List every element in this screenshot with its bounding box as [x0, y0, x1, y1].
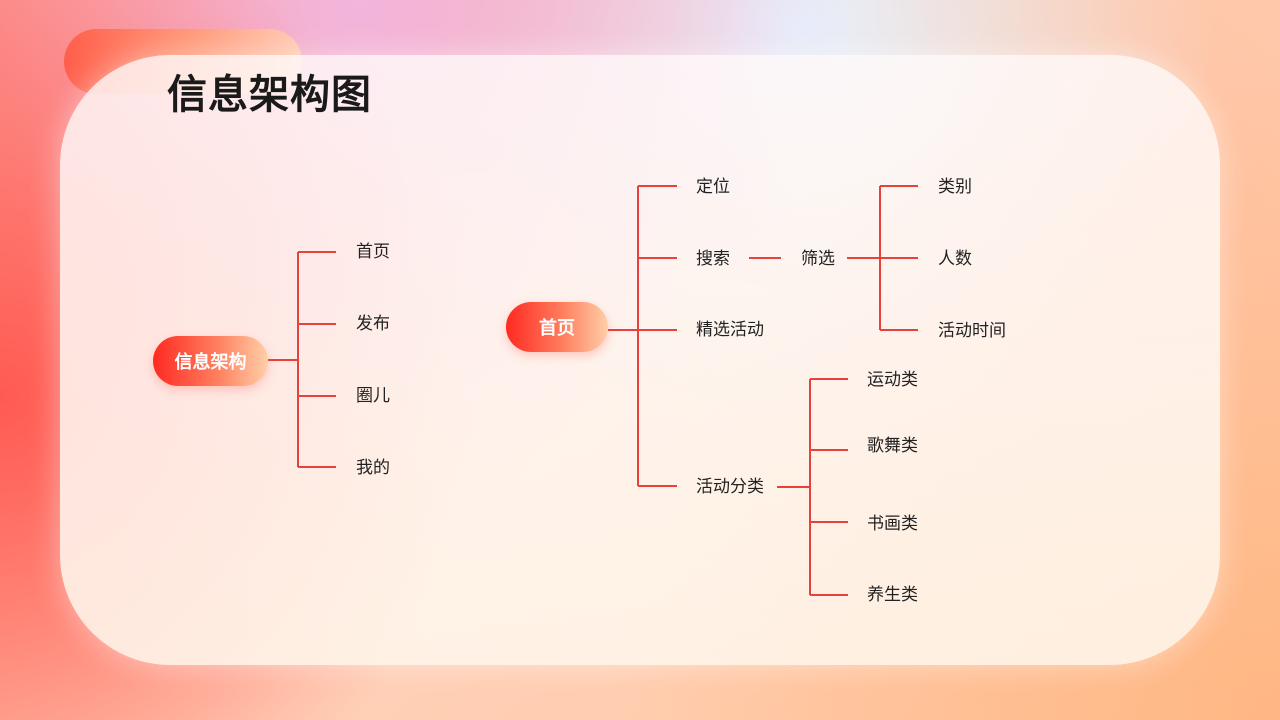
- filter-node-time: 活动时间: [938, 321, 1006, 341]
- right-node-search: 搜索: [696, 249, 730, 269]
- right-node-location: 定位: [696, 177, 730, 197]
- filter-node-people: 人数: [938, 249, 972, 269]
- category-node-sports: 运动类: [867, 370, 918, 390]
- category-node-wellness: 养生类: [867, 585, 918, 605]
- left-root-node: 信息架构: [153, 336, 268, 386]
- right-node-category: 活动分类: [696, 477, 764, 497]
- page-title: 信息架构图: [167, 72, 372, 118]
- category-node-painting: 书画类: [867, 514, 918, 534]
- left-node-publish: 发布: [356, 314, 390, 334]
- node-filter: 筛选: [801, 249, 835, 269]
- category-node-dance: 歌舞类: [867, 436, 918, 456]
- right-root-node: 首页: [506, 302, 608, 352]
- filter-node-type: 类别: [938, 177, 972, 197]
- left-node-home: 首页: [356, 242, 390, 262]
- left-node-circle: 圈儿: [356, 386, 390, 406]
- left-node-mine: 我的: [356, 458, 390, 478]
- right-node-featured: 精选活动: [696, 320, 764, 340]
